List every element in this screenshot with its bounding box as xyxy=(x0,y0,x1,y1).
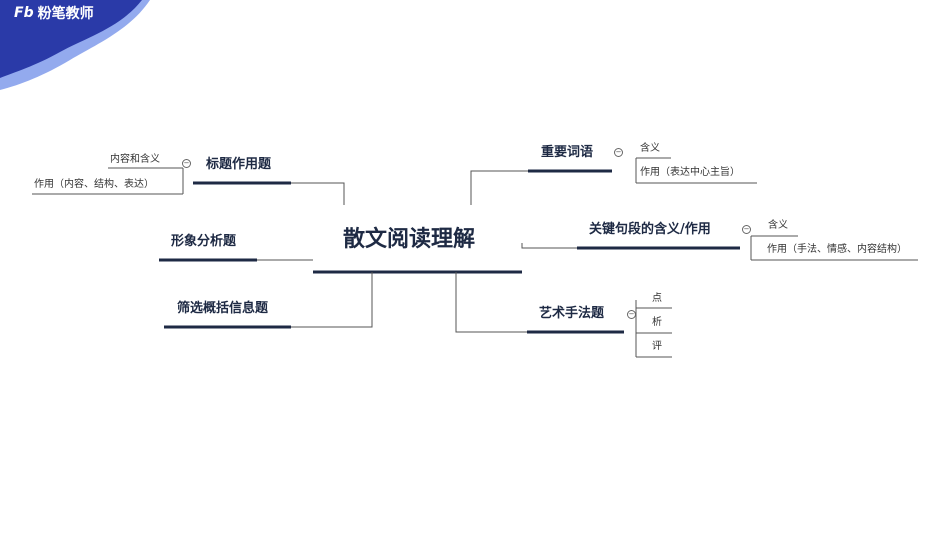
leaf-title-function[interactable]: 作用（内容、结构、表达） xyxy=(34,179,154,190)
branch-image[interactable]: 形象分析题 xyxy=(171,234,237,249)
leaf-art-analyze[interactable]: 析 xyxy=(652,317,662,328)
branch-key-words[interactable]: 重要词语 xyxy=(541,145,594,160)
collapse-icon[interactable]: − xyxy=(627,310,636,319)
collapse-icon[interactable]: − xyxy=(742,225,751,234)
leaf-key-words-meaning[interactable]: 含义 xyxy=(640,143,660,154)
brand-mark: Fb xyxy=(14,5,34,21)
leaf-art-point[interactable]: 点 xyxy=(652,293,662,304)
collapse-icon[interactable]: − xyxy=(182,159,191,168)
branch-key-sentences[interactable]: 关键句段的含义/作用 xyxy=(589,222,711,237)
leaf-key-sentences-meaning[interactable]: 含义 xyxy=(768,220,788,231)
branch-art[interactable]: 艺术手法题 xyxy=(539,306,605,321)
leaf-art-evaluate[interactable]: 评 xyxy=(652,341,662,352)
center-node[interactable]: 散文阅读理解 xyxy=(343,227,476,252)
leaf-key-words-function[interactable]: 作用（表达中心主旨） xyxy=(640,167,740,178)
brand-name: 粉笔教师 xyxy=(37,6,94,22)
branch-filter[interactable]: 筛选概括信息题 xyxy=(177,301,269,316)
collapse-icon[interactable]: − xyxy=(614,148,623,157)
leaf-key-sentences-function[interactable]: 作用（手法、情感、内容结构） xyxy=(767,244,907,255)
leaf-title-meaning[interactable]: 内容和含义 xyxy=(110,154,160,165)
branch-title-role[interactable]: 标题作用题 xyxy=(206,157,272,172)
brand-wave xyxy=(0,0,150,90)
brand-logo: Fb 粉笔教师 xyxy=(14,3,94,23)
